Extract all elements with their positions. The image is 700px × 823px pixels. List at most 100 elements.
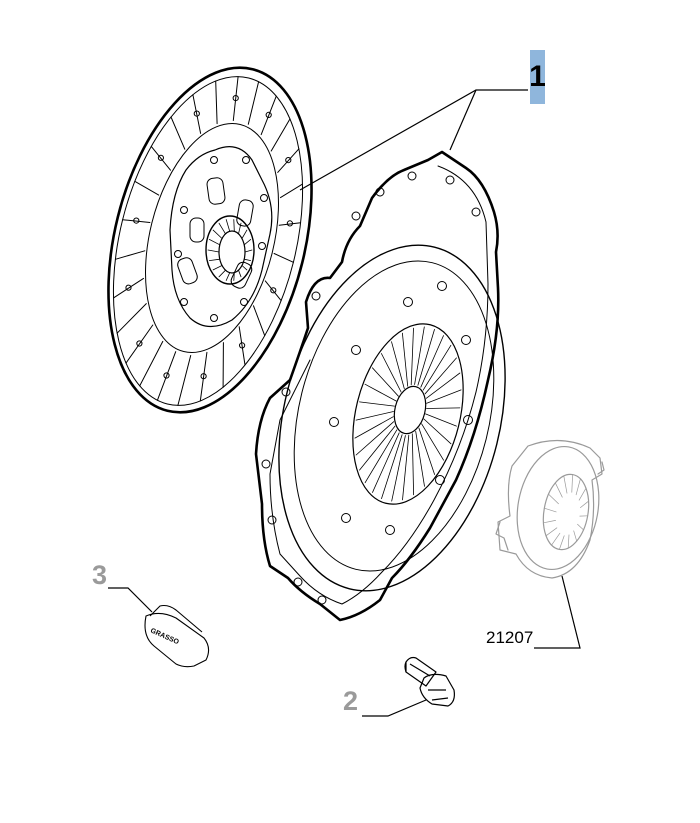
bearing-spline <box>548 493 559 505</box>
diaphragm-finger <box>355 421 395 456</box>
friction-rivet <box>270 287 277 294</box>
friction-groove <box>278 222 302 226</box>
friction-rivet <box>239 342 246 349</box>
housing-bolt-holes <box>329 281 473 535</box>
friction-groove <box>199 351 208 402</box>
friction-groove <box>260 95 277 136</box>
hub-spline <box>233 272 235 281</box>
hub-spline <box>212 229 223 239</box>
friction-groove <box>277 148 300 173</box>
callout-21207-release-bearing[interactable]: 21207 <box>486 628 534 647</box>
diaphragm-finger <box>380 353 402 393</box>
friction-rivet <box>193 110 200 117</box>
diaphragm-finger <box>372 432 400 493</box>
hub-spline <box>208 238 221 246</box>
bearing-spline <box>577 523 584 531</box>
diaphragm-finger <box>425 372 461 399</box>
hub-spline <box>208 258 221 262</box>
hub-spline <box>233 219 235 232</box>
bearing-spline <box>543 507 557 513</box>
friction-groove <box>116 303 147 334</box>
mounting-holes <box>261 171 481 605</box>
hub-spline <box>207 249 220 253</box>
hub-holes <box>174 156 268 322</box>
leader-callout-1 <box>299 89 528 191</box>
friction-grooves <box>113 76 303 406</box>
cover-inner-edge <box>269 165 489 605</box>
release-bearing[interactable] <box>495 439 608 579</box>
diaphragm-finger <box>410 327 414 386</box>
diaphragm-finger <box>425 413 457 427</box>
leader-callout-2 <box>362 699 427 717</box>
diaphragm-finger <box>426 407 461 409</box>
damper-springs <box>177 177 254 289</box>
diaphragm-finger <box>354 416 394 439</box>
grease-packet[interactable]: GRASSO <box>144 604 210 668</box>
friction-rivet <box>136 340 143 347</box>
clutch-disc[interactable] <box>75 46 345 434</box>
grease-packet-label: GRASSO <box>149 627 180 646</box>
diaphragm-finger <box>414 326 425 385</box>
friction-groove <box>122 219 151 223</box>
diaphragm-finger <box>381 434 403 500</box>
diaphragm-finger <box>391 341 405 390</box>
friction-groove <box>264 280 282 302</box>
bolt[interactable] <box>404 656 455 707</box>
bearing-spline <box>575 478 581 496</box>
diaphragm-finger <box>424 357 457 395</box>
friction-groove <box>253 305 266 337</box>
hub-spline <box>243 238 252 246</box>
splined-hub-inner <box>218 230 246 274</box>
friction-rivet <box>200 373 207 380</box>
diaphragm-finger <box>426 389 462 404</box>
diaphragm-finger <box>423 418 452 445</box>
callout-2-bolt[interactable]: 2 <box>343 686 359 716</box>
diaphragm-finger <box>402 434 410 501</box>
diaphragm-fingers <box>354 326 462 502</box>
diaphragm-center <box>393 385 427 435</box>
hub-spline <box>241 265 248 271</box>
diaphragm-finger <box>364 429 398 484</box>
bearing-spline <box>559 535 565 550</box>
hub-spline <box>218 269 226 278</box>
hub-spline <box>241 229 248 239</box>
diaphragm-finger <box>421 423 445 461</box>
diaphragm-finger <box>364 383 397 402</box>
diaphragm-finger <box>355 411 394 421</box>
bearing-spline <box>578 487 587 501</box>
friction-groove <box>238 326 246 366</box>
housing-outer <box>278 244 506 592</box>
diaphragm-finger <box>391 435 406 502</box>
friction-groove <box>134 180 160 196</box>
pressure-plate-cover <box>254 150 500 622</box>
callout-1-clutch-kit[interactable]: 1 <box>529 50 546 104</box>
hub-spline <box>244 249 253 253</box>
diaphragm-finger <box>359 401 395 407</box>
diaphragm-finger <box>371 367 399 397</box>
hub-spline <box>243 258 252 262</box>
bearing-splines <box>543 474 589 550</box>
friction-groove <box>270 118 291 152</box>
diaphragm-finger <box>411 433 415 496</box>
diaphragm-finger <box>417 328 435 386</box>
callout-3-grease[interactable]: 3 <box>92 560 108 590</box>
friction-groove <box>125 324 154 364</box>
diaphragm-finger <box>415 430 425 487</box>
housing-ring <box>293 260 495 572</box>
bearing-spline <box>571 474 573 493</box>
diaphragm-finger <box>401 332 409 387</box>
diaphragm-finger <box>359 425 396 471</box>
friction-groove <box>150 145 171 171</box>
friction-groove <box>114 250 146 260</box>
diaphragm-finger <box>422 344 452 391</box>
friction-groove <box>170 116 186 150</box>
hub-splines <box>207 219 253 281</box>
pressure-plate[interactable] <box>245 150 540 622</box>
friction-groove <box>215 80 218 125</box>
bearing-spline <box>567 534 570 549</box>
friction-rivet <box>285 157 292 164</box>
friction-groove <box>113 277 144 299</box>
friction-rivet <box>265 111 272 119</box>
leader-callout-21207 <box>534 575 581 649</box>
